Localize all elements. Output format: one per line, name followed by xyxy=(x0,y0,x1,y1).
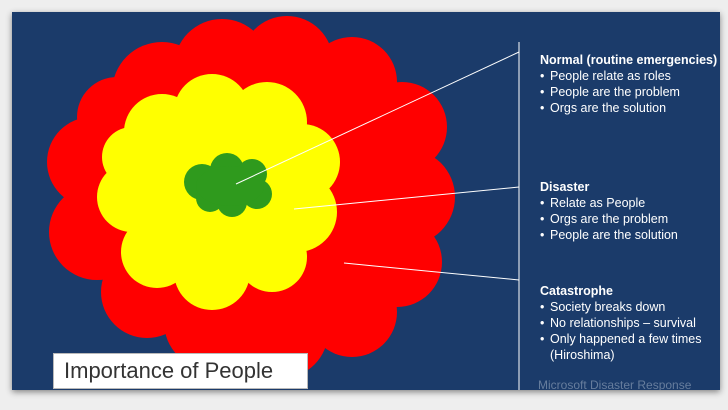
watermark: Microsoft Disaster Response xyxy=(538,378,692,390)
level-bullet: Only happened a few times (Hiroshima) xyxy=(540,331,718,363)
level-bullet: Relate as People xyxy=(540,195,718,211)
level-bullet: Orgs are the solution xyxy=(540,100,718,116)
slide-title: Importance of People xyxy=(53,353,308,389)
level-bullet: People are the solution xyxy=(540,227,718,243)
level-bullet: People relate as roles xyxy=(540,68,718,84)
leader-line-normal xyxy=(235,51,520,185)
leader-lines xyxy=(235,42,520,390)
level-normal: Normal (routine emergencies) People rela… xyxy=(540,52,718,116)
level-bullet: Orgs are the problem xyxy=(540,211,718,227)
level-title: Disaster xyxy=(540,180,590,194)
level-catastrophe: Catastrophe Society breaks down No relat… xyxy=(540,283,718,363)
concentric-blob-diagram xyxy=(47,16,520,390)
level-bullet: People are the problem xyxy=(540,84,718,100)
core-blob-normal xyxy=(184,153,272,217)
middle-blob-disaster xyxy=(97,74,340,310)
level-disaster: Disaster Relate as People Orgs are the p… xyxy=(540,179,718,243)
leader-line-catastrophe xyxy=(343,262,520,281)
slide: Normal (routine emergencies) People rela… xyxy=(12,12,720,390)
leader-line-disaster xyxy=(293,186,520,210)
level-title: Catastrophe xyxy=(540,284,613,298)
level-bullet: Society breaks down xyxy=(540,299,718,315)
level-title: Normal (routine emergencies) xyxy=(540,53,718,67)
level-bullet: No relationships – survival xyxy=(540,315,718,331)
